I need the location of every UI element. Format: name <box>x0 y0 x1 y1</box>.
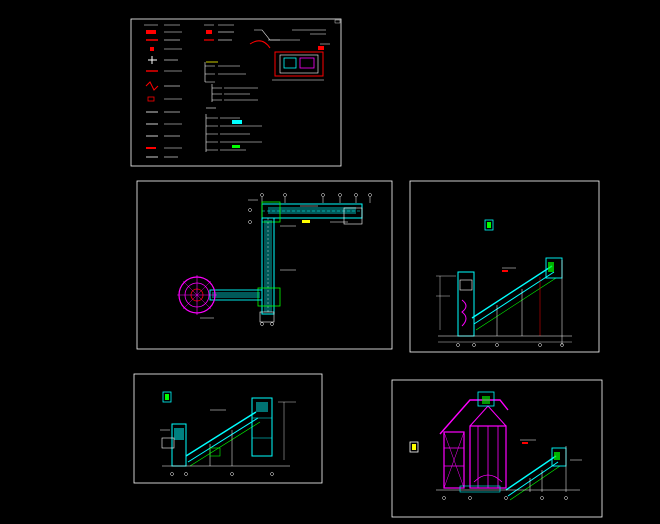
legend-text-column-1 <box>164 31 182 158</box>
legend-symbols-column-2 <box>204 30 262 152</box>
elevation-view-sheet-1[interactable] <box>409 180 600 353</box>
legend-sheet[interactable] <box>130 18 342 167</box>
elevation-view-sheet-3[interactable] <box>391 379 603 518</box>
plan-silo <box>177 275 217 315</box>
plan-grid-markers <box>248 193 372 326</box>
elevation-view-sheet-2[interactable] <box>133 373 323 484</box>
legend-symbols-column-1 <box>145 30 159 158</box>
plan-view-sheet[interactable] <box>136 180 393 350</box>
legend-key-plan <box>249 29 330 81</box>
